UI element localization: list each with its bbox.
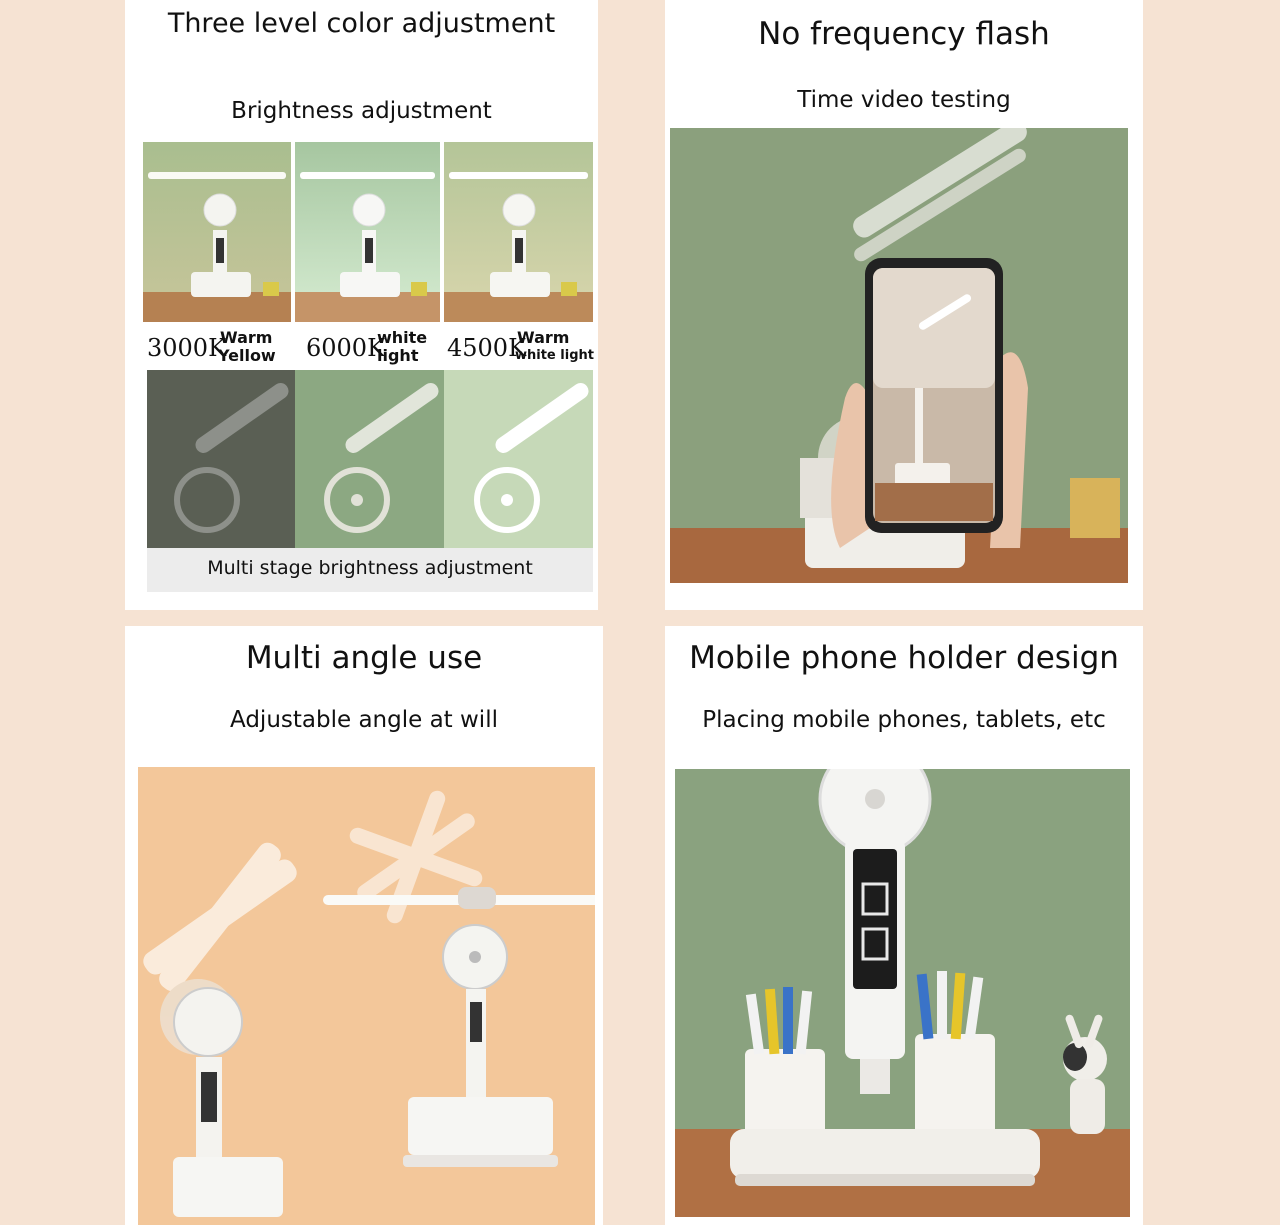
temp-value: 6000K [306, 334, 386, 362]
panel-title: Multi angle use [245, 640, 483, 676]
temp-desc-line2: white light [515, 348, 594, 363]
panel-phone-holder: Mobile phone holder design Placing mobil… [665, 626, 1143, 1225]
photo-4500k [444, 142, 593, 322]
brightness-stage-photos [147, 370, 593, 548]
panel-subtitle: Brightness adjustment [231, 98, 492, 124]
temp-desc-line1: Warm [220, 328, 273, 347]
panel-color-adjustment: Three level color adjustment Brightness … [125, 0, 598, 610]
temp-value: 4500K [447, 334, 527, 362]
temp-desc-line1: Warm [517, 328, 570, 347]
multi-angle-photo [138, 767, 595, 1225]
color-temp-photos [143, 142, 593, 322]
photo-3000k [143, 142, 291, 322]
panel-multi-angle: Multi angle use Adjustable angle at will [125, 626, 603, 1225]
panel-title: No frequency flash [758, 16, 1050, 52]
panel-subtitle: Time video testing [797, 87, 1011, 113]
temp-desc-line1: white [377, 328, 428, 347]
temp-desc-line2: Yellow [218, 346, 276, 365]
brightness-caption: Multi stage brightness adjustment [207, 557, 533, 579]
panel-no-flash: No frequency flash Time video testing [665, 0, 1143, 610]
photo-6000k [295, 142, 440, 322]
panel-title: Mobile phone holder design [689, 640, 1119, 676]
temp-desc-line2: light [377, 346, 419, 365]
phone-test-photo [670, 128, 1128, 583]
panel-subtitle: Placing mobile phones, tablets, etc [702, 707, 1106, 733]
panel-title: Three level color adjustment [167, 8, 556, 39]
phone-holder-photo [675, 769, 1130, 1217]
brightness-caption-bar [147, 548, 593, 592]
temp-value: 3000K [147, 334, 227, 362]
panel-subtitle: Adjustable angle at will [230, 707, 498, 733]
